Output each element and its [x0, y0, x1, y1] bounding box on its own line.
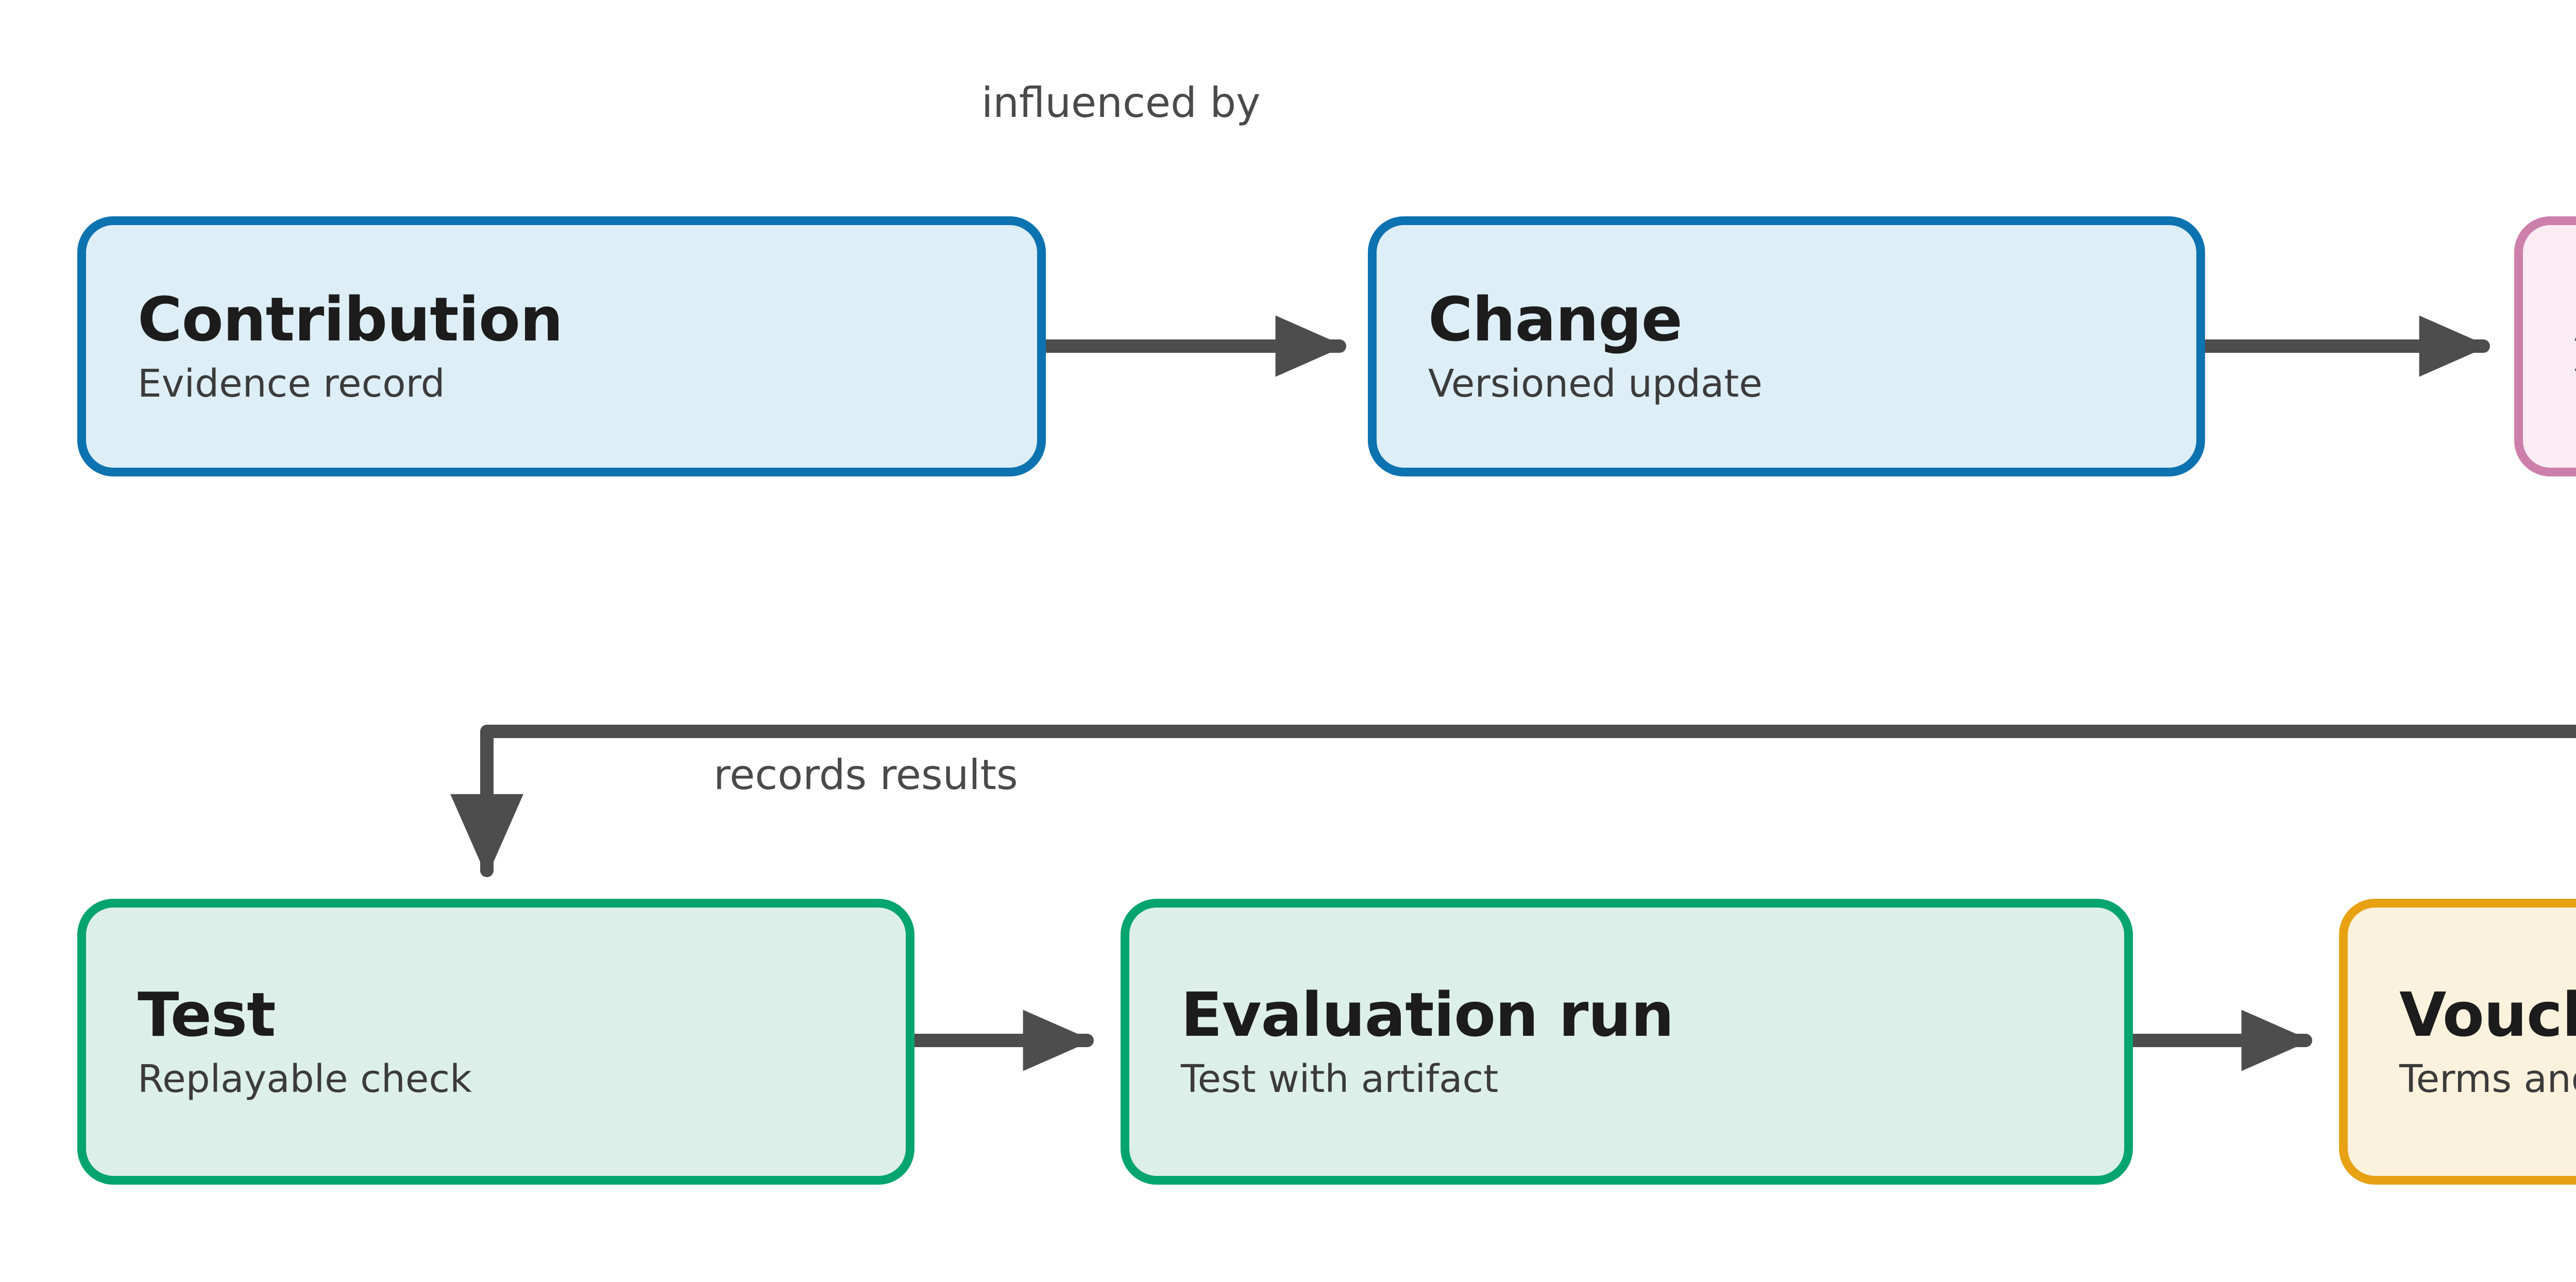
node-contribution-subtitle: Evidence record — [138, 361, 445, 406]
node-artifact-subtitle: Versioned target — [2574, 362, 2576, 406]
edge-label-records-results: records results — [714, 751, 1018, 799]
edge-label-influenced-by: influenced by — [981, 79, 1261, 127]
node-voucher-subtitle: Terms and scope — [2399, 1056, 2576, 1101]
node-evaluation-run[interactable]: Evaluation run Test with artifact — [1121, 899, 2133, 1185]
node-artifact[interactable]: Artifact Versioned target — [2514, 216, 2576, 476]
node-test-title: Test — [138, 979, 276, 1051]
node-voucher-title: Voucher — [2399, 979, 2576, 1051]
node-evaluation-run-subtitle: Test with artifact — [1181, 1056, 1499, 1101]
node-change[interactable]: Change Versioned update — [1368, 216, 2205, 476]
node-change-subtitle: Versioned update — [1428, 361, 1762, 406]
node-contribution-title: Contribution — [138, 284, 563, 355]
node-test-subtitle: Replayable check — [138, 1056, 472, 1101]
node-change-title: Change — [1428, 284, 1683, 355]
node-test[interactable]: Test Replayable check — [77, 899, 914, 1185]
node-voucher[interactable]: Voucher Terms and scope — [2339, 899, 2576, 1185]
node-contribution[interactable]: Contribution Evidence record — [77, 216, 1046, 476]
edge-artifact-to-test — [450, 725, 2576, 877]
node-evaluation-run-title: Evaluation run — [1181, 979, 1674, 1051]
node-artifact-title: Artifact — [2574, 286, 2576, 352]
